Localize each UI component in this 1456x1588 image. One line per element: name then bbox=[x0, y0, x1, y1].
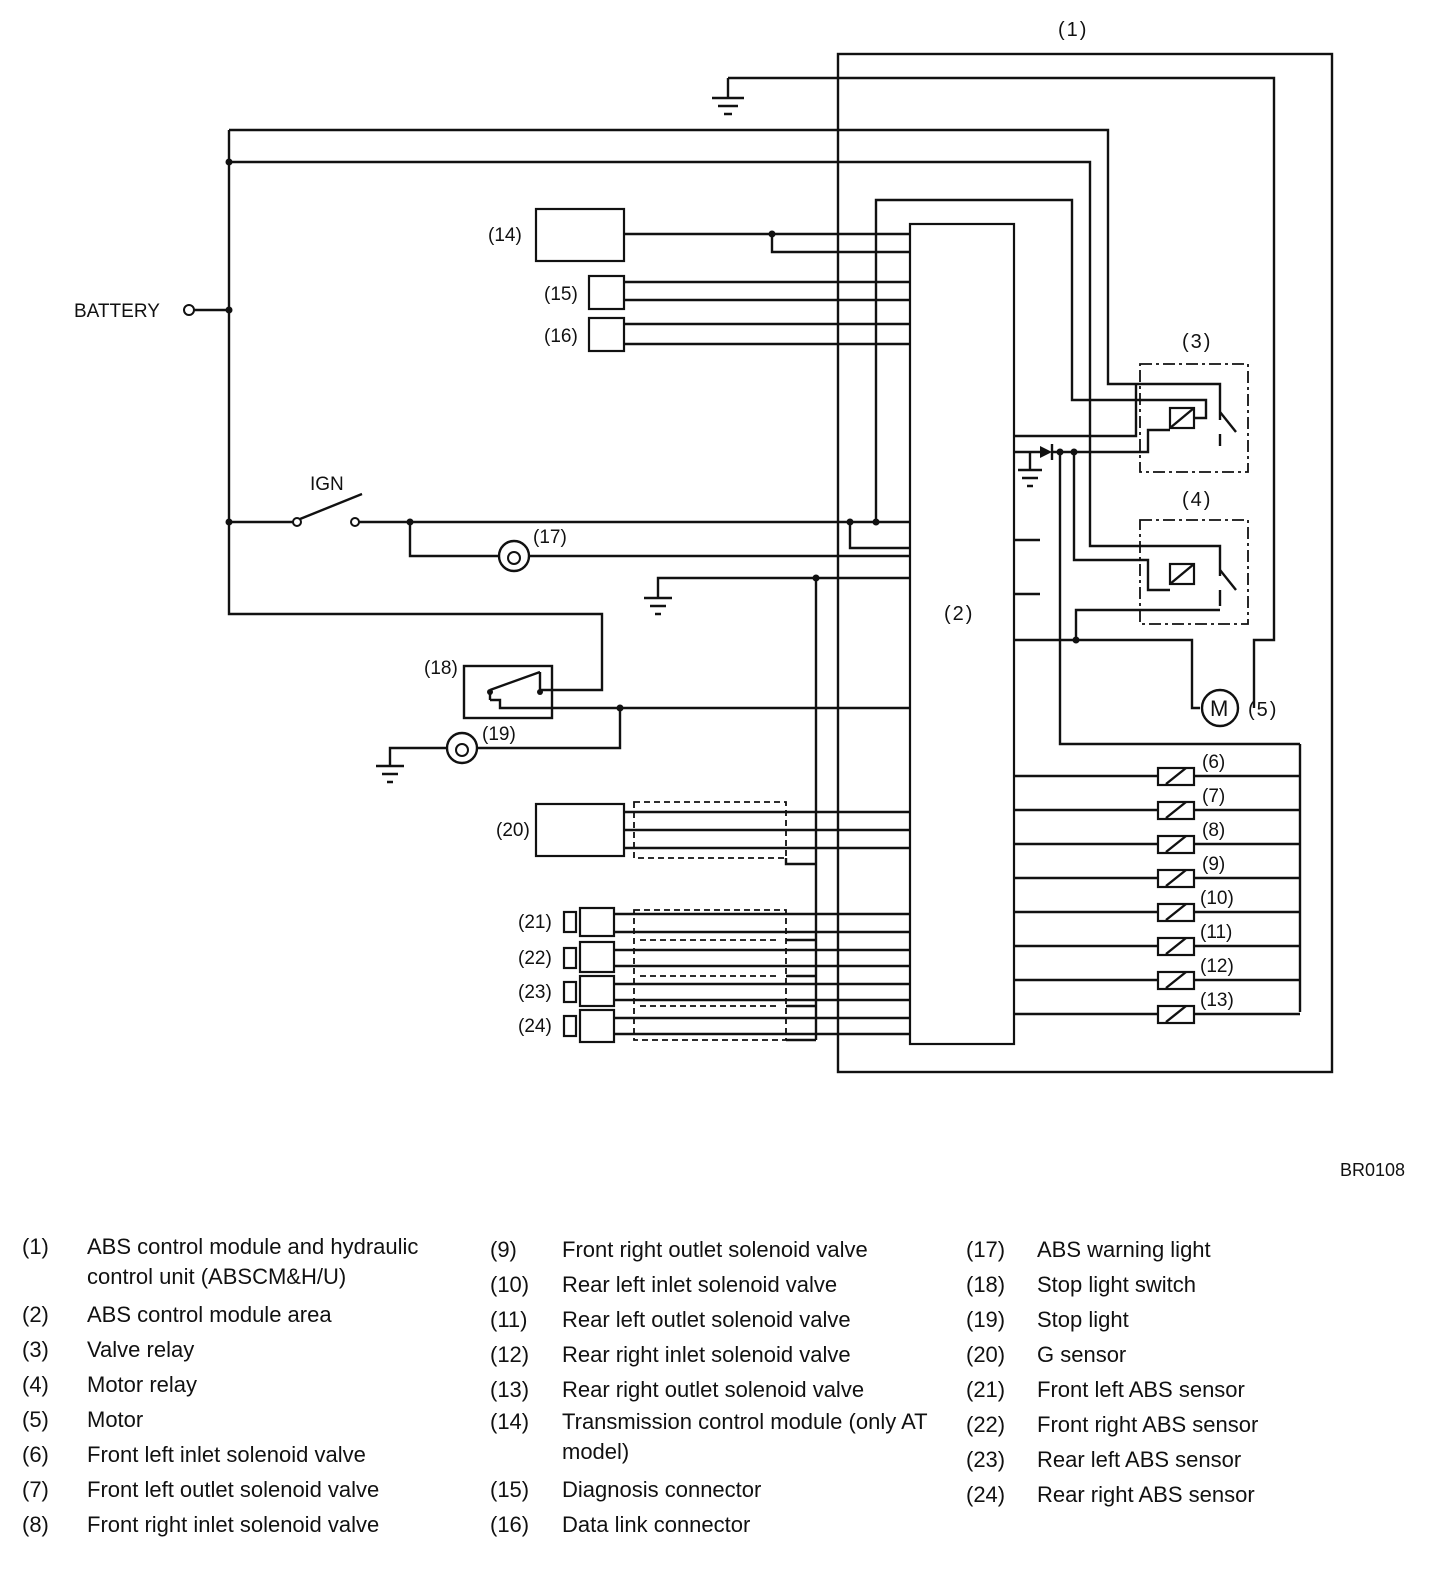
battery-label: BATTERY bbox=[74, 301, 160, 322]
legend-item: (11)Rear left outlet solenoid valve bbox=[490, 1307, 851, 1332]
legend-item: (24)Rear right ABS sensor bbox=[966, 1482, 1255, 1507]
svg-text:(18): (18) bbox=[424, 658, 458, 679]
legend-item: (7)Front left outlet solenoid valve bbox=[22, 1477, 380, 1502]
legend-item: (18)Stop light switch bbox=[966, 1272, 1196, 1297]
svg-text:(21): (21) bbox=[518, 912, 552, 933]
legend-item: (2)ABS control module area bbox=[22, 1302, 332, 1327]
figure-reference-code: BR0108 bbox=[1340, 1160, 1406, 1180]
abs-sensor-21: (21) bbox=[518, 906, 910, 938]
svg-text:(20): (20) bbox=[496, 820, 530, 841]
legend-item: (13)Rear right outlet solenoid valve bbox=[490, 1377, 865, 1402]
motor: M (5) bbox=[1200, 688, 1278, 728]
diode-ground bbox=[1014, 384, 1300, 746]
svg-text:(12): (12) bbox=[1200, 956, 1234, 977]
svg-text:(24): (24) bbox=[518, 1016, 552, 1037]
ground-mid bbox=[644, 574, 910, 1040]
legend-item: (17)ABS warning light bbox=[966, 1237, 1211, 1262]
svg-text:(8): (8) bbox=[1202, 820, 1225, 841]
legend-item: (16)Data link connector bbox=[490, 1512, 751, 1537]
legend-item: (23)Rear left ABS sensor bbox=[966, 1447, 1242, 1472]
legend: (1)ABS control module and hydraulic cont… bbox=[0, 1232, 1456, 1572]
solenoid-10: (10) bbox=[1014, 888, 1300, 923]
solenoid-valves: (6) (7) (8) (9) (10) bbox=[1014, 744, 1302, 1025]
solenoid-13: (13) bbox=[1014, 990, 1300, 1025]
legend-item: (4)Motor relay bbox=[22, 1372, 198, 1397]
motor-relay: (4) bbox=[1139, 489, 1249, 625]
svg-text:(14): (14) bbox=[488, 225, 522, 246]
solenoid-9: (9) bbox=[1014, 854, 1300, 889]
diagnosis-connector: (15) bbox=[544, 274, 910, 311]
legend-column-3: (17)ABS warning light (18)Stop light swi… bbox=[0, 1232, 1417, 1512]
legend-column-2: (9)Front right outlet solenoid valve (10… bbox=[0, 1232, 952, 1542]
control-module-box bbox=[908, 222, 1016, 1046]
legend-item: (21)Front left ABS sensor bbox=[966, 1377, 1245, 1402]
label-2: (2) bbox=[944, 603, 974, 625]
svg-text:(11): (11) bbox=[1200, 922, 1232, 943]
ground-top bbox=[712, 76, 1276, 708]
svg-text:(16): (16) bbox=[544, 326, 578, 347]
svg-text:(19): (19) bbox=[482, 724, 516, 745]
stop-light: (19) bbox=[376, 724, 516, 784]
svg-text:(3): (3) bbox=[1182, 331, 1212, 353]
solenoid-8: (8) bbox=[1014, 820, 1300, 855]
data-link-connector: (16) bbox=[544, 316, 910, 353]
svg-text:(23): (23) bbox=[518, 982, 552, 1003]
legend-item: (6)Front left inlet solenoid valve bbox=[22, 1442, 366, 1467]
svg-text:(17): (17) bbox=[533, 527, 567, 548]
legend-item: (20)G sensor bbox=[966, 1342, 1127, 1367]
transmission-control-module: (14) bbox=[488, 207, 910, 263]
solenoid-6: (6) bbox=[1014, 752, 1300, 787]
legend-item: (8)Front right inlet solenoid valve bbox=[22, 1512, 380, 1537]
ign-switch: IGN bbox=[292, 198, 1148, 558]
legend-item: (9)Front right outlet solenoid valve bbox=[490, 1237, 868, 1262]
legend-item: (1)ABS control module and hydraulic cont… bbox=[22, 1234, 419, 1289]
svg-text:(9): (9) bbox=[1202, 854, 1225, 875]
label-1: (1) bbox=[1058, 19, 1088, 41]
legend-item: (19)Stop light bbox=[966, 1307, 1129, 1332]
legend-item: (14)Transmission control module (only AT… bbox=[490, 1409, 928, 1464]
abs-sensors: (21) (22) (23) (24) bbox=[518, 906, 910, 1044]
abs-sensor-23: (23) bbox=[518, 974, 910, 1008]
svg-text:(13): (13) bbox=[1200, 990, 1234, 1011]
legend-item: (3)Valve relay bbox=[22, 1337, 195, 1362]
battery-wiring: BATTERY bbox=[74, 128, 1148, 692]
legend-column-1: (1)ABS control module and hydraulic cont… bbox=[0, 1232, 477, 1542]
ign-label: IGN bbox=[310, 474, 344, 495]
svg-text:(6): (6) bbox=[1202, 752, 1225, 773]
svg-text:(10): (10) bbox=[1200, 888, 1234, 909]
solenoid-7: (7) bbox=[1014, 786, 1300, 821]
solenoid-12: (12) bbox=[1014, 956, 1300, 991]
legend-item: (15)Diagnosis connector bbox=[490, 1477, 762, 1502]
stop-light-switch: (18) bbox=[424, 658, 910, 750]
svg-text:(7): (7) bbox=[1202, 786, 1225, 807]
battery-terminal bbox=[183, 304, 195, 316]
abscm-hu-outline bbox=[836, 52, 1334, 1074]
legend-item: (12)Rear right inlet solenoid valve bbox=[490, 1342, 851, 1367]
abs-wiring-diagram: (1) (2) BATTERY IGN (17) bbox=[74, 19, 1334, 1074]
g-sensor: (20) bbox=[496, 801, 910, 866]
legend-item: (5)Motor bbox=[22, 1407, 144, 1432]
svg-text:(5): (5) bbox=[1248, 699, 1278, 721]
svg-text:(15): (15) bbox=[544, 284, 578, 305]
legend-item: (22)Front right ABS sensor bbox=[966, 1412, 1259, 1437]
abs-sensor-22: (22) bbox=[518, 940, 910, 974]
legend-item: (10)Rear left inlet solenoid valve bbox=[490, 1272, 838, 1297]
solenoid-11: (11) bbox=[1014, 922, 1300, 957]
svg-text:(22): (22) bbox=[518, 948, 552, 969]
valve-relay: (3) bbox=[1139, 331, 1249, 473]
abs-sensor-24: (24) bbox=[518, 1008, 910, 1044]
svg-text:(4): (4) bbox=[1182, 489, 1212, 511]
abs-warning-light: (17) bbox=[497, 527, 910, 573]
svg-text:M: M bbox=[1210, 696, 1228, 721]
